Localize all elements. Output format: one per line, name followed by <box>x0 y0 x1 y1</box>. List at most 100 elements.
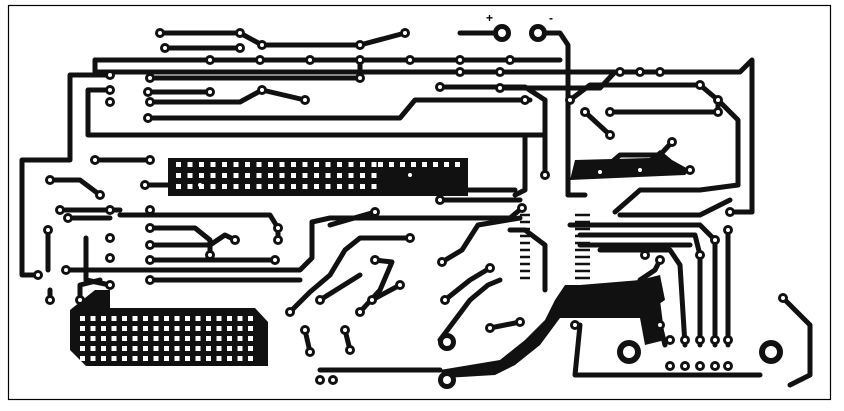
drill-hole <box>288 310 292 314</box>
drill-hole <box>98 193 102 197</box>
drill-hole <box>716 110 720 114</box>
drill-hole <box>318 298 322 302</box>
grid-hole <box>153 316 159 321</box>
grid-hole <box>111 346 117 351</box>
grid-holes <box>80 162 460 361</box>
drill-hole <box>728 210 732 214</box>
drill-hole <box>208 253 212 257</box>
grid-hole <box>227 346 232 351</box>
grid-hole <box>256 173 262 178</box>
grid-hole <box>174 316 180 321</box>
grid-hole <box>216 356 222 361</box>
drill-hole <box>523 98 527 102</box>
drill-hole <box>618 70 622 74</box>
drill-hole <box>348 348 352 352</box>
drill-hole <box>233 238 237 242</box>
grid-hole <box>122 316 127 321</box>
grid-hole <box>378 162 383 167</box>
drill-hole <box>108 88 112 92</box>
grid-hole <box>132 316 138 321</box>
grid-hole <box>216 336 222 341</box>
grid-hole <box>302 162 308 167</box>
drill-hole <box>608 110 612 114</box>
grid-hole <box>164 356 169 361</box>
drill-hole <box>238 46 242 50</box>
grid-hole <box>237 326 243 331</box>
grid-hole <box>314 162 319 167</box>
drill-hole <box>698 364 702 368</box>
drill-hole <box>713 338 717 342</box>
grid-hole <box>227 316 232 321</box>
grid-hole <box>206 316 211 321</box>
grid-hole <box>237 346 243 351</box>
drill-hole <box>408 236 412 240</box>
drill-hole <box>358 58 362 62</box>
drill-hole <box>638 168 642 172</box>
grid-hole <box>164 316 169 321</box>
grid-hole <box>227 336 232 341</box>
drill-hole <box>158 31 162 35</box>
grid-hole <box>348 162 354 167</box>
drill-hole <box>66 216 70 220</box>
grid-hole <box>256 184 262 189</box>
grid-hole <box>164 326 169 331</box>
drill-hole <box>398 283 402 287</box>
drill-hole <box>303 98 307 102</box>
grid-hole <box>279 184 285 189</box>
drill-hole <box>276 226 280 230</box>
grid-hole <box>153 356 159 361</box>
grid-hole <box>245 173 250 178</box>
grid-hole <box>187 173 193 178</box>
grid-hole <box>90 326 96 331</box>
drill-hole <box>108 208 112 212</box>
grid-hole <box>216 346 222 351</box>
drill-hole <box>568 98 572 102</box>
drill-hole <box>258 58 262 62</box>
grid-hole <box>195 326 201 331</box>
grid-hole <box>101 316 106 321</box>
grid-hole <box>199 162 204 167</box>
drill-hole <box>438 198 442 202</box>
grid-hole <box>222 173 227 178</box>
grid-hole <box>176 184 181 189</box>
grid-hole <box>325 184 331 189</box>
grid-hole <box>245 162 250 167</box>
grid-hole <box>348 184 354 189</box>
drill-hole <box>148 158 152 162</box>
grid-hole <box>268 184 273 189</box>
drill-hole <box>488 266 492 270</box>
drill-hole <box>698 83 702 87</box>
grid-hole <box>302 184 308 189</box>
grid-hole <box>153 336 159 341</box>
grid-hole <box>176 173 181 178</box>
grid-hole <box>143 356 148 361</box>
grid-hole <box>195 356 201 361</box>
grid-hole <box>216 326 222 331</box>
grid-hole <box>455 162 460 167</box>
drill-hole <box>408 58 412 62</box>
grid-hole <box>233 173 239 178</box>
drill-hole <box>458 58 462 62</box>
drill-hole <box>331 378 335 382</box>
drill-hole <box>508 58 512 62</box>
drill-hole <box>498 70 502 74</box>
drill-hole <box>148 226 152 230</box>
drill-hole <box>163 46 167 50</box>
drill-hole <box>146 116 150 120</box>
grid-hole <box>302 173 308 178</box>
drill-hole <box>318 378 322 382</box>
grid-hole <box>174 346 180 351</box>
grid-hole <box>101 326 106 331</box>
drill-hole <box>148 208 152 212</box>
grid-hole <box>371 173 377 178</box>
drill-hole <box>543 173 547 177</box>
grid-hole <box>433 162 438 167</box>
grid-hole <box>143 346 148 351</box>
drill-hole <box>658 70 662 74</box>
drill-hole <box>520 206 524 210</box>
drill-hole <box>781 296 785 300</box>
drill-hole <box>668 338 672 342</box>
drill-hole <box>403 31 407 35</box>
grid-hole <box>174 336 180 341</box>
grid-hole <box>256 162 262 167</box>
